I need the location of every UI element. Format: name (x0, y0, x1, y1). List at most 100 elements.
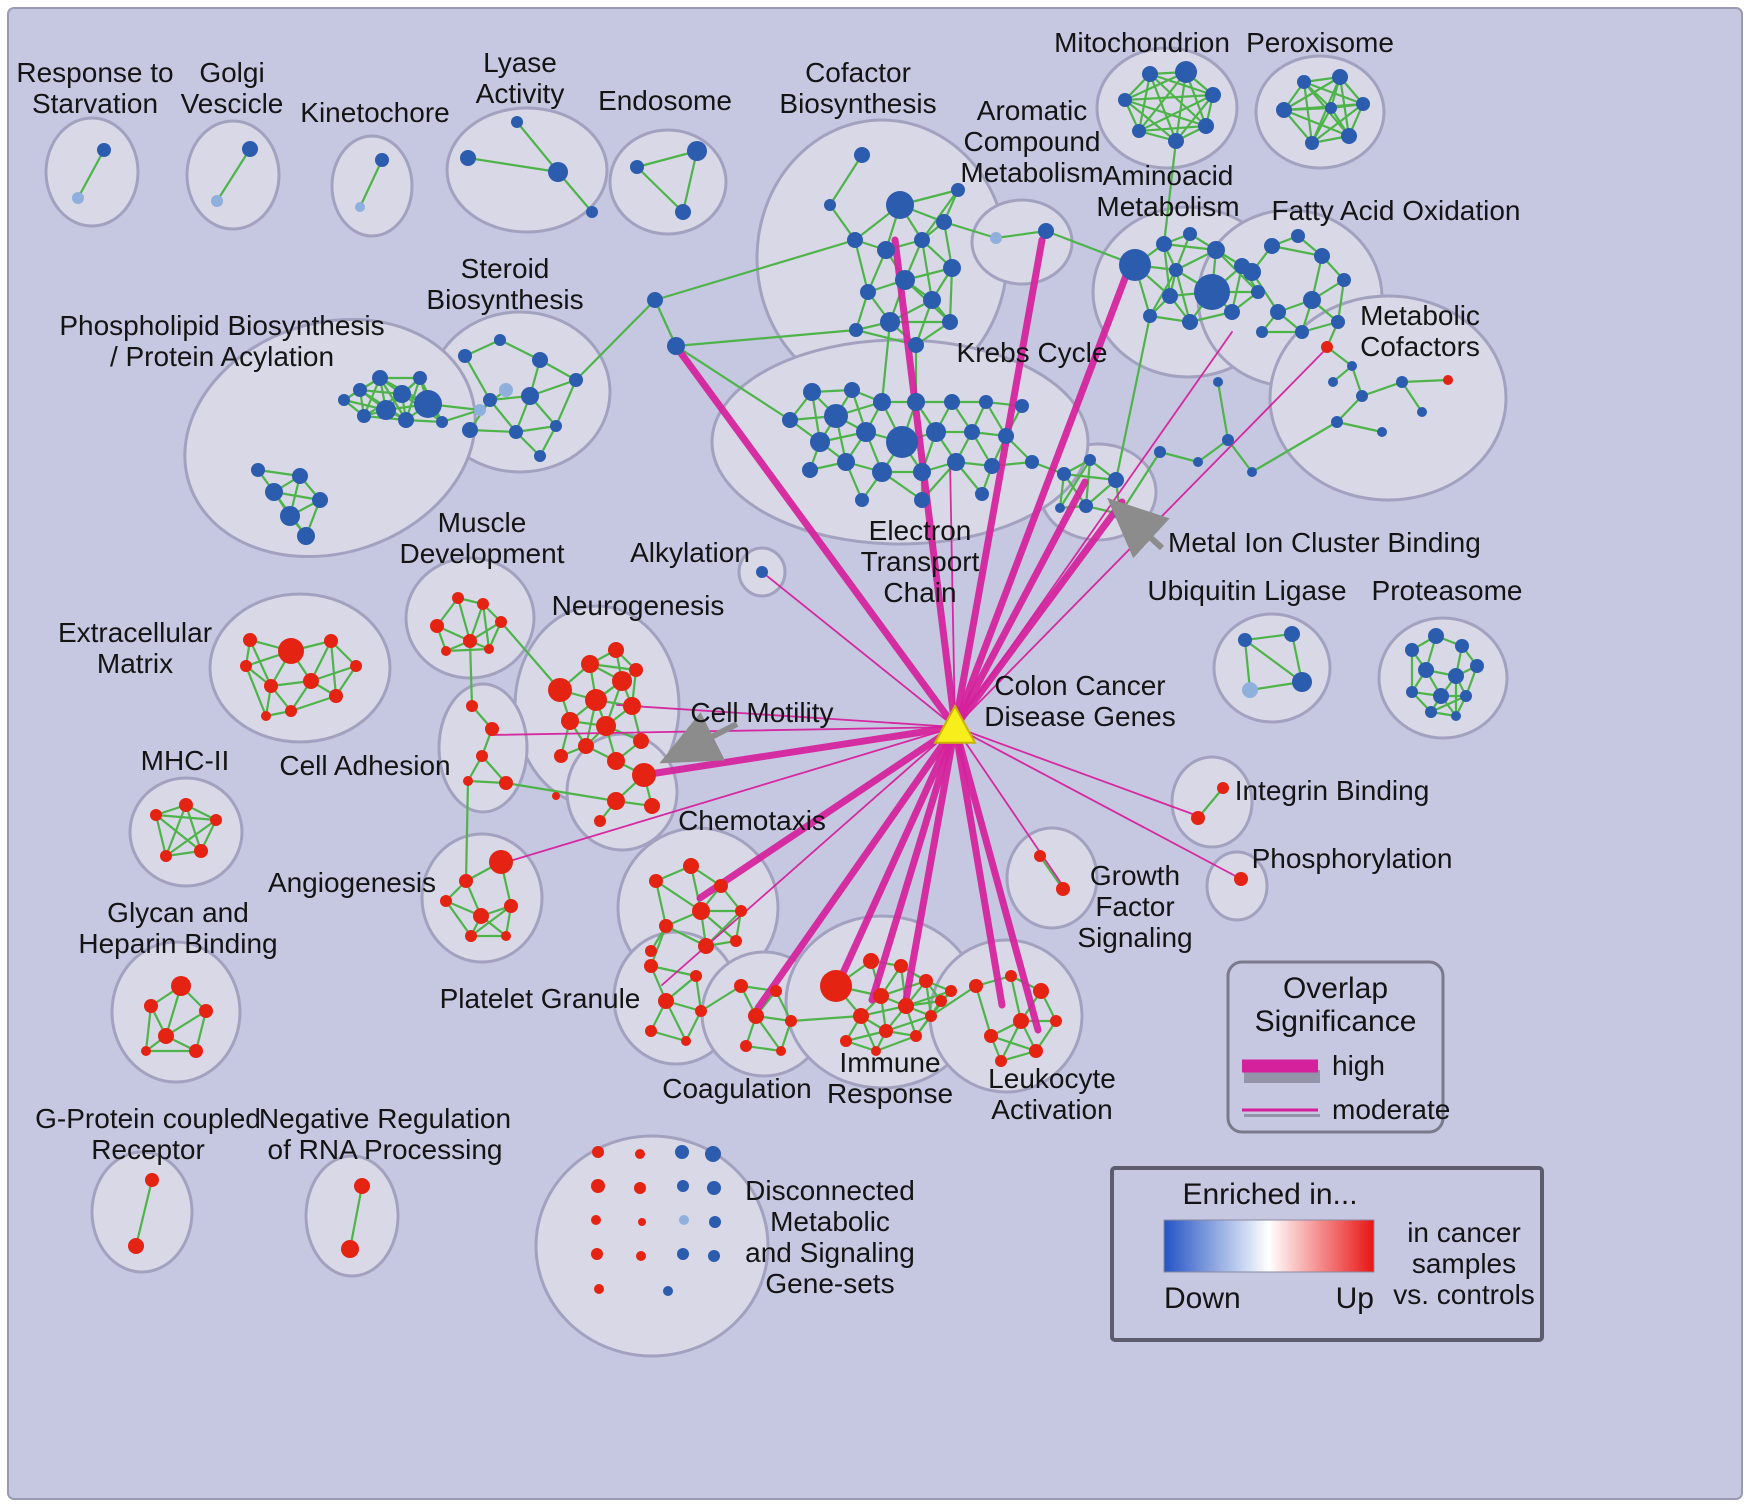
gene-set-node (1056, 882, 1070, 896)
gene-set-node (189, 1044, 203, 1058)
gene-set-node (659, 919, 673, 933)
edge (554, 378, 578, 428)
gene-set-node (441, 646, 451, 656)
edge (1360, 380, 1404, 398)
gene-set-node (1169, 263, 1183, 277)
gene-set-node (636, 1251, 646, 1261)
edge (974, 984, 993, 1038)
gene-set-node (376, 400, 396, 420)
edge (444, 899, 473, 938)
gene-set-node (919, 974, 933, 988)
gene-set-node (735, 905, 747, 917)
gene-set-node (338, 394, 350, 406)
gene-set-node (1050, 1015, 1062, 1027)
label-peroxisome: Peroxisome (1246, 27, 1394, 58)
gene-set-node (1055, 503, 1065, 513)
gene-set-node (413, 371, 427, 385)
gene-set-node (1347, 361, 1357, 371)
gene-set-node (943, 259, 961, 277)
gene-set-node (633, 733, 649, 749)
gene-set-node (837, 453, 855, 471)
gene-set-node (499, 776, 513, 790)
gene-set-node (494, 334, 506, 346)
gene-set-node (871, 1046, 881, 1056)
label-cell-adhesion: Cell Adhesion (279, 750, 450, 781)
gene-set-node (1256, 326, 1268, 338)
gene-set-node (1418, 662, 1434, 678)
edge (456, 596, 472, 643)
gene-set-node (591, 1248, 603, 1260)
gene-set-node (894, 959, 908, 973)
gene-set-node (534, 450, 546, 462)
edge (654, 879, 668, 928)
gene-set-node (803, 383, 821, 401)
edge (1058, 458, 1092, 510)
overlap-edge-high (696, 723, 959, 902)
gene-set-node (171, 976, 191, 996)
gene-set-node (847, 232, 863, 248)
gene-set-node (586, 206, 598, 218)
gene-set-node (969, 979, 983, 993)
gene-set-node (1292, 672, 1312, 692)
label-alkylation: Alkylation (630, 537, 750, 568)
gene-set-node (644, 959, 658, 973)
gene-set-node (1356, 390, 1368, 402)
edge (1216, 380, 1230, 442)
label-chemotaxis: Chemotaxis (678, 805, 826, 836)
gene-set-node (561, 712, 579, 730)
gene-set-node (855, 493, 869, 507)
edge (1282, 75, 1342, 112)
gene-set-node (1025, 455, 1039, 469)
gene-set-node (594, 815, 606, 827)
overlap-edge-high (951, 261, 1134, 731)
metal-ion-arrow (1107, 497, 1170, 559)
edge (1174, 93, 1215, 143)
edge (884, 1014, 933, 1033)
gene-set-node (548, 678, 572, 702)
enrichment-down-label: Down (1164, 1282, 1241, 1315)
cluster-aromatic-compound-metabolism (970, 198, 1074, 286)
edge (649, 1029, 688, 1043)
gene-set-node (730, 935, 742, 947)
gene-set-node (596, 716, 616, 736)
gene-set-node (856, 422, 876, 442)
gene-set-node (459, 874, 473, 888)
gene-set-node (975, 487, 989, 501)
gene-set-node (944, 394, 960, 410)
edge (880, 320, 892, 404)
gene-set-node (591, 1179, 605, 1193)
edge (444, 647, 491, 653)
gene-set-node (1118, 93, 1132, 107)
edge (1137, 72, 1152, 133)
edge (853, 238, 870, 294)
gene-set-node (1321, 341, 1333, 353)
gene-set-node (879, 1024, 893, 1038)
edge (828, 153, 864, 207)
edge (348, 1184, 364, 1251)
gene-set-node (785, 1015, 797, 1027)
legend-line-shadow (1244, 1070, 1320, 1083)
gene-set-node (683, 858, 699, 874)
edge (1196, 438, 1230, 464)
gene-set-node (936, 214, 952, 230)
edge (466, 156, 560, 174)
gene-set-node (460, 150, 476, 166)
gene-set-node (1264, 238, 1280, 254)
edge (1123, 98, 1178, 143)
gene-set-node (1132, 124, 1146, 138)
edge (1137, 124, 1208, 133)
gene-set-node (1337, 273, 1351, 287)
gene-set-node (649, 874, 663, 888)
edge (1400, 380, 1424, 414)
gene-set-node (1451, 711, 1461, 721)
gene-set-node (1291, 229, 1305, 243)
gene-set-node (824, 404, 848, 428)
gene-set-node (1194, 274, 1230, 310)
